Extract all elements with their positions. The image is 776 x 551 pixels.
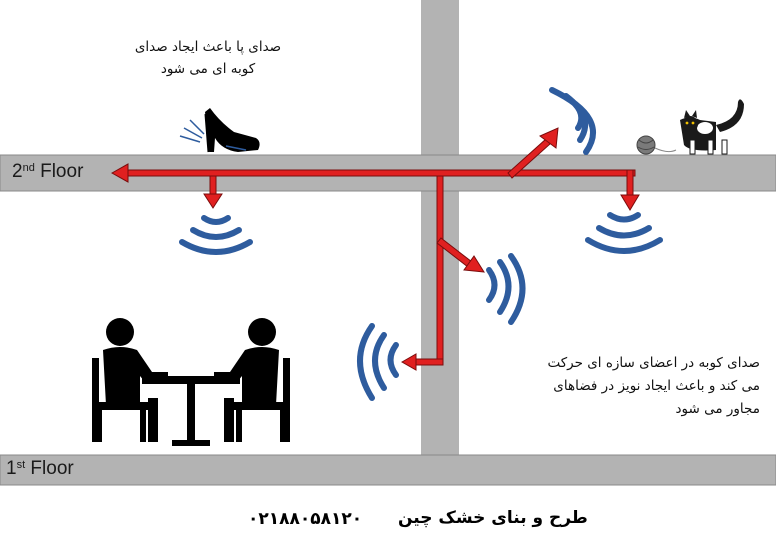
person-seated-icon-right (214, 318, 279, 405)
first-floor-number: 1 (6, 458, 17, 479)
arrow-right-down (626, 169, 634, 197)
yarn-ball-icon (636, 135, 677, 155)
arrow-head-right-down (620, 194, 640, 211)
first-floor-word: Floor (30, 458, 74, 479)
arrow-head-shoe-down (203, 193, 223, 209)
arrow-head-left (110, 163, 129, 183)
second-floor-label: 2nd Floor (12, 161, 83, 183)
structure-caption: صدای کوبه در اعضای سازه ای حرکت می کند و… (508, 352, 760, 421)
footstep-caption-line-2: کوبه ای می شود (160, 61, 256, 77)
second-floor-suffix: nd (22, 162, 35, 174)
meeting-scene (92, 318, 290, 446)
second-floor-number: 2 (12, 161, 23, 182)
table-icon (142, 376, 240, 446)
arrow-head-column-left (400, 353, 417, 371)
arrow-column-down (436, 175, 444, 363)
arrow-head-diagonal-up (539, 127, 559, 149)
sound-wave-icon-column-right (486, 253, 526, 325)
sound-wave-icon-up-right (549, 87, 597, 155)
first-floor-suffix: st (16, 459, 26, 471)
chair-icon-right (224, 358, 290, 442)
arrow-head-column-branch (463, 255, 485, 273)
person-seated-icon-left (103, 318, 168, 405)
footer-brand: طرح و بنای خشک چین (398, 508, 588, 528)
footer-phone: ۰۲۱۸۸۰۵۸۱۲۰ (248, 509, 363, 529)
footstep-caption-line-1: صدای پا باعث ایجاد صدای (134, 39, 282, 55)
first-floor-slab (0, 454, 776, 486)
structure-caption-line-2: می کند و باعث ایجاد نویز در فضاهای (553, 378, 760, 394)
structure-caption-line-3: مجاور می شود (675, 401, 760, 417)
chair-icon-left (92, 358, 158, 442)
footstep-caption: صدای پا باعث ایجاد صدای کوبه ای می شود (110, 36, 306, 80)
first-floor-label: 1st Floor (6, 458, 74, 480)
impact-lines (179, 119, 247, 151)
sound-wave-icon-column-left (357, 323, 399, 401)
arrow-column-left (413, 358, 444, 366)
arrow-horizontal (124, 169, 636, 177)
sound-wave-icon-down-right (585, 212, 663, 254)
vibration-path-arrows (110, 127, 640, 371)
arrow-shoe-down (209, 175, 217, 197)
structure-caption-line-1: صدای کوبه در اعضای سازه ای حرکت (547, 355, 760, 371)
high-heel-shoe-icon (179, 108, 260, 153)
sound-wave-icon-down-left (179, 215, 253, 255)
second-floor-word: Floor (40, 161, 84, 182)
cat-icon (680, 99, 744, 155)
